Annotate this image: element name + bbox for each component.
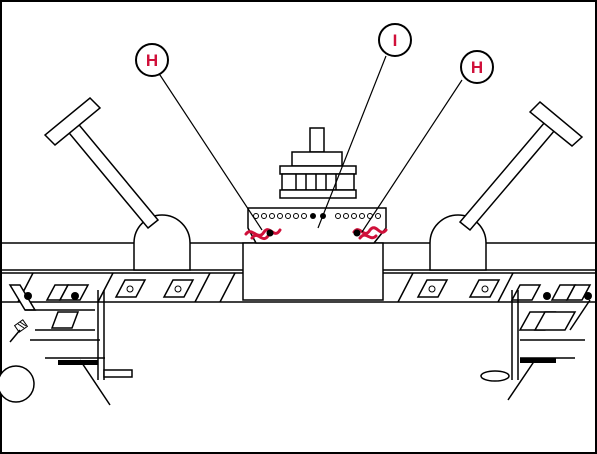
callout-i-label: I [393, 31, 398, 50]
red-spring-right-pin [353, 229, 361, 237]
red-spring-left [244, 228, 282, 241]
thread-cutter [13, 319, 29, 333]
rail-dots [126, 285, 489, 293]
right-mechanism-dot-2 [584, 292, 592, 300]
callout-h-right: H [460, 50, 494, 84]
center-block [242, 242, 384, 301]
spindle-knob [279, 127, 357, 199]
right-black-bar [520, 358, 556, 363]
bobbin-circle [0, 365, 35, 403]
left-mechanism-dot-2 [71, 292, 79, 300]
right-dome [429, 214, 487, 271]
left-black-bar [58, 360, 98, 365]
t-handle-lever-left [43, 96, 160, 230]
callout-h-left-label: H [146, 51, 158, 70]
callout-leader-h-right [361, 79, 463, 233]
red-spring-right [352, 226, 388, 240]
needle-plate [247, 207, 387, 244]
callout-h-right-label: H [471, 58, 483, 77]
left-mechanism-dot-1 [24, 292, 32, 300]
left-dome [133, 214, 191, 271]
rail-segments [17, 272, 514, 303]
red-spring-left-pin [266, 229, 274, 237]
callout-leader-h-left [157, 71, 263, 231]
callout-h-left: H [135, 43, 169, 77]
left-mechanism [8, 284, 133, 406]
callout-leader-i [317, 55, 387, 229]
t-handle-lever-right [458, 100, 584, 232]
callout-i: I [378, 23, 412, 57]
right-mechanism-dot-1 [543, 292, 551, 300]
